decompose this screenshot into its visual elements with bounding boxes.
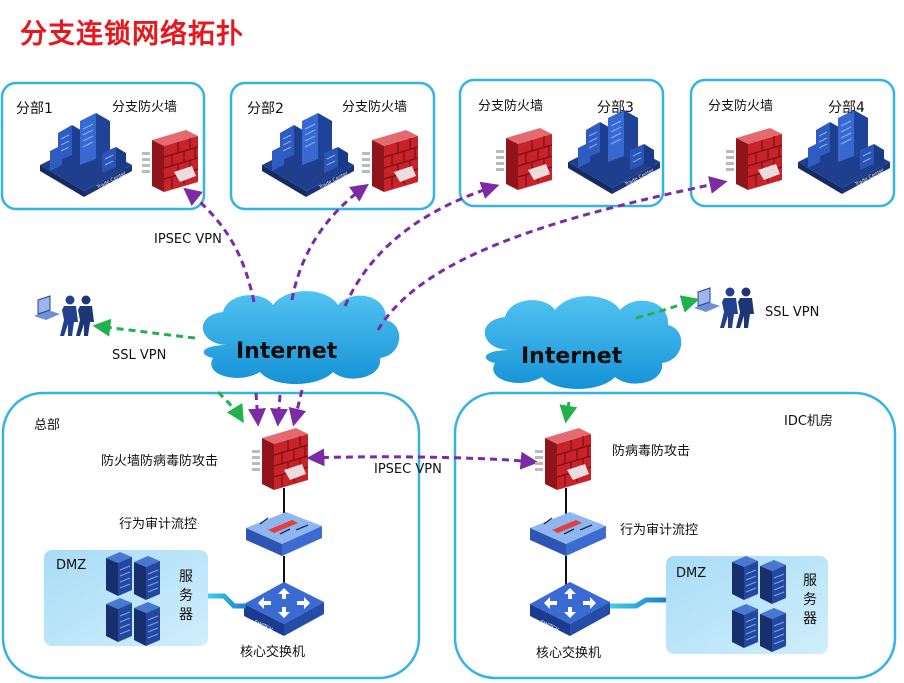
server-rack-icon: [105, 551, 133, 597]
branch-box-2: [229, 81, 436, 211]
idc-server-char: 器: [803, 611, 817, 627]
idc-audit-label: 行为审计流控: [620, 523, 699, 538]
branch-box-4: [689, 78, 896, 208]
idc-firewall-label: 防病毒防攻击: [612, 444, 691, 459]
firewall-icon: [251, 427, 309, 491]
branch-3-name: 分部3: [597, 100, 634, 116]
server-rack-icon: [759, 559, 787, 605]
branch-box-1: [0, 81, 206, 211]
server-rack-icon: [731, 555, 759, 601]
branch-1-name: 分部1: [16, 101, 53, 117]
server-rack-icon: [759, 607, 787, 653]
audit-device-icon: [529, 511, 607, 557]
hq-switch-label: 核心交换机: [240, 645, 306, 660]
server-rack-icon: [731, 603, 759, 649]
branch-3-firewall-label: 分支防火墙: [478, 99, 544, 114]
cloud-icon: [202, 291, 400, 384]
idc-server-char: 服: [803, 573, 817, 589]
ipsec-hq-idc-label: IPSEC VPN: [374, 462, 442, 477]
ipsec-vpn-label: IPSEC VPN: [154, 232, 222, 247]
hq-dmz-label: DMZ: [56, 558, 87, 573]
idc-server-char: 务: [803, 592, 817, 608]
audit-device-icon: [245, 511, 323, 557]
hq-server-char: 器: [179, 607, 193, 623]
cloud-icon: [484, 296, 682, 389]
internet-left-label: Internet: [236, 339, 338, 364]
ssl-vpn-left-label: SSL VPN: [112, 348, 167, 363]
building-icon: [39, 112, 133, 198]
internet-right-label: Internet: [521, 344, 623, 369]
hq-server-char: 服: [179, 569, 193, 585]
firewall-icon: [495, 127, 553, 191]
switch-icon: [244, 582, 324, 636]
firewall-icon: [725, 127, 783, 191]
branch-4-firewall-label: 分支防火墙: [708, 99, 774, 114]
user-laptop-icon: [693, 287, 755, 329]
hq-audit-label: 行为审计流控: [119, 517, 198, 532]
building-icon: [261, 112, 355, 198]
branch-2-firewall-label: 分支防火墙: [342, 100, 408, 115]
idc-box: [453, 391, 897, 680]
idc-switch-label: 核心交换机: [536, 646, 602, 661]
hq-firewall-label: 防火墙防病毒防攻击: [101, 454, 219, 469]
server-rack-icon: [133, 555, 161, 601]
firewall-icon: [141, 129, 199, 193]
ssl-arrows: [92, 295, 700, 424]
page-title: 分支连锁网络拓扑: [20, 19, 244, 50]
building-icon: [797, 109, 891, 195]
branch-box-3: [458, 78, 665, 208]
branch-1-firewall-label: 分支防火墙: [112, 100, 178, 115]
idc-server-label: 服 务 器: [802, 572, 818, 629]
ssl-vpn-right-label: SSL VPN: [765, 305, 820, 320]
switch-icon: [530, 582, 610, 636]
firewall-icon: [534, 427, 592, 491]
idc-dmz-label: DMZ: [676, 566, 707, 581]
hq-server-label: 服 务 器: [178, 568, 194, 625]
firewall-icon: [361, 129, 419, 193]
hq-name: 总部: [34, 418, 61, 433]
branch-2-name: 分部2: [247, 101, 284, 117]
hq-box: [1, 391, 421, 680]
ipsec-arrows: [183, 176, 728, 470]
hq-dmz-area: [44, 550, 208, 646]
building-icon: [567, 109, 661, 195]
branch-4-name: 分部4: [828, 100, 865, 116]
user-laptop-icon: [33, 295, 95, 337]
idc-name: IDC机房: [784, 414, 833, 429]
hq-server-char: 务: [179, 588, 193, 604]
server-rack-icon: [133, 601, 161, 647]
server-rack-icon: [105, 597, 133, 643]
